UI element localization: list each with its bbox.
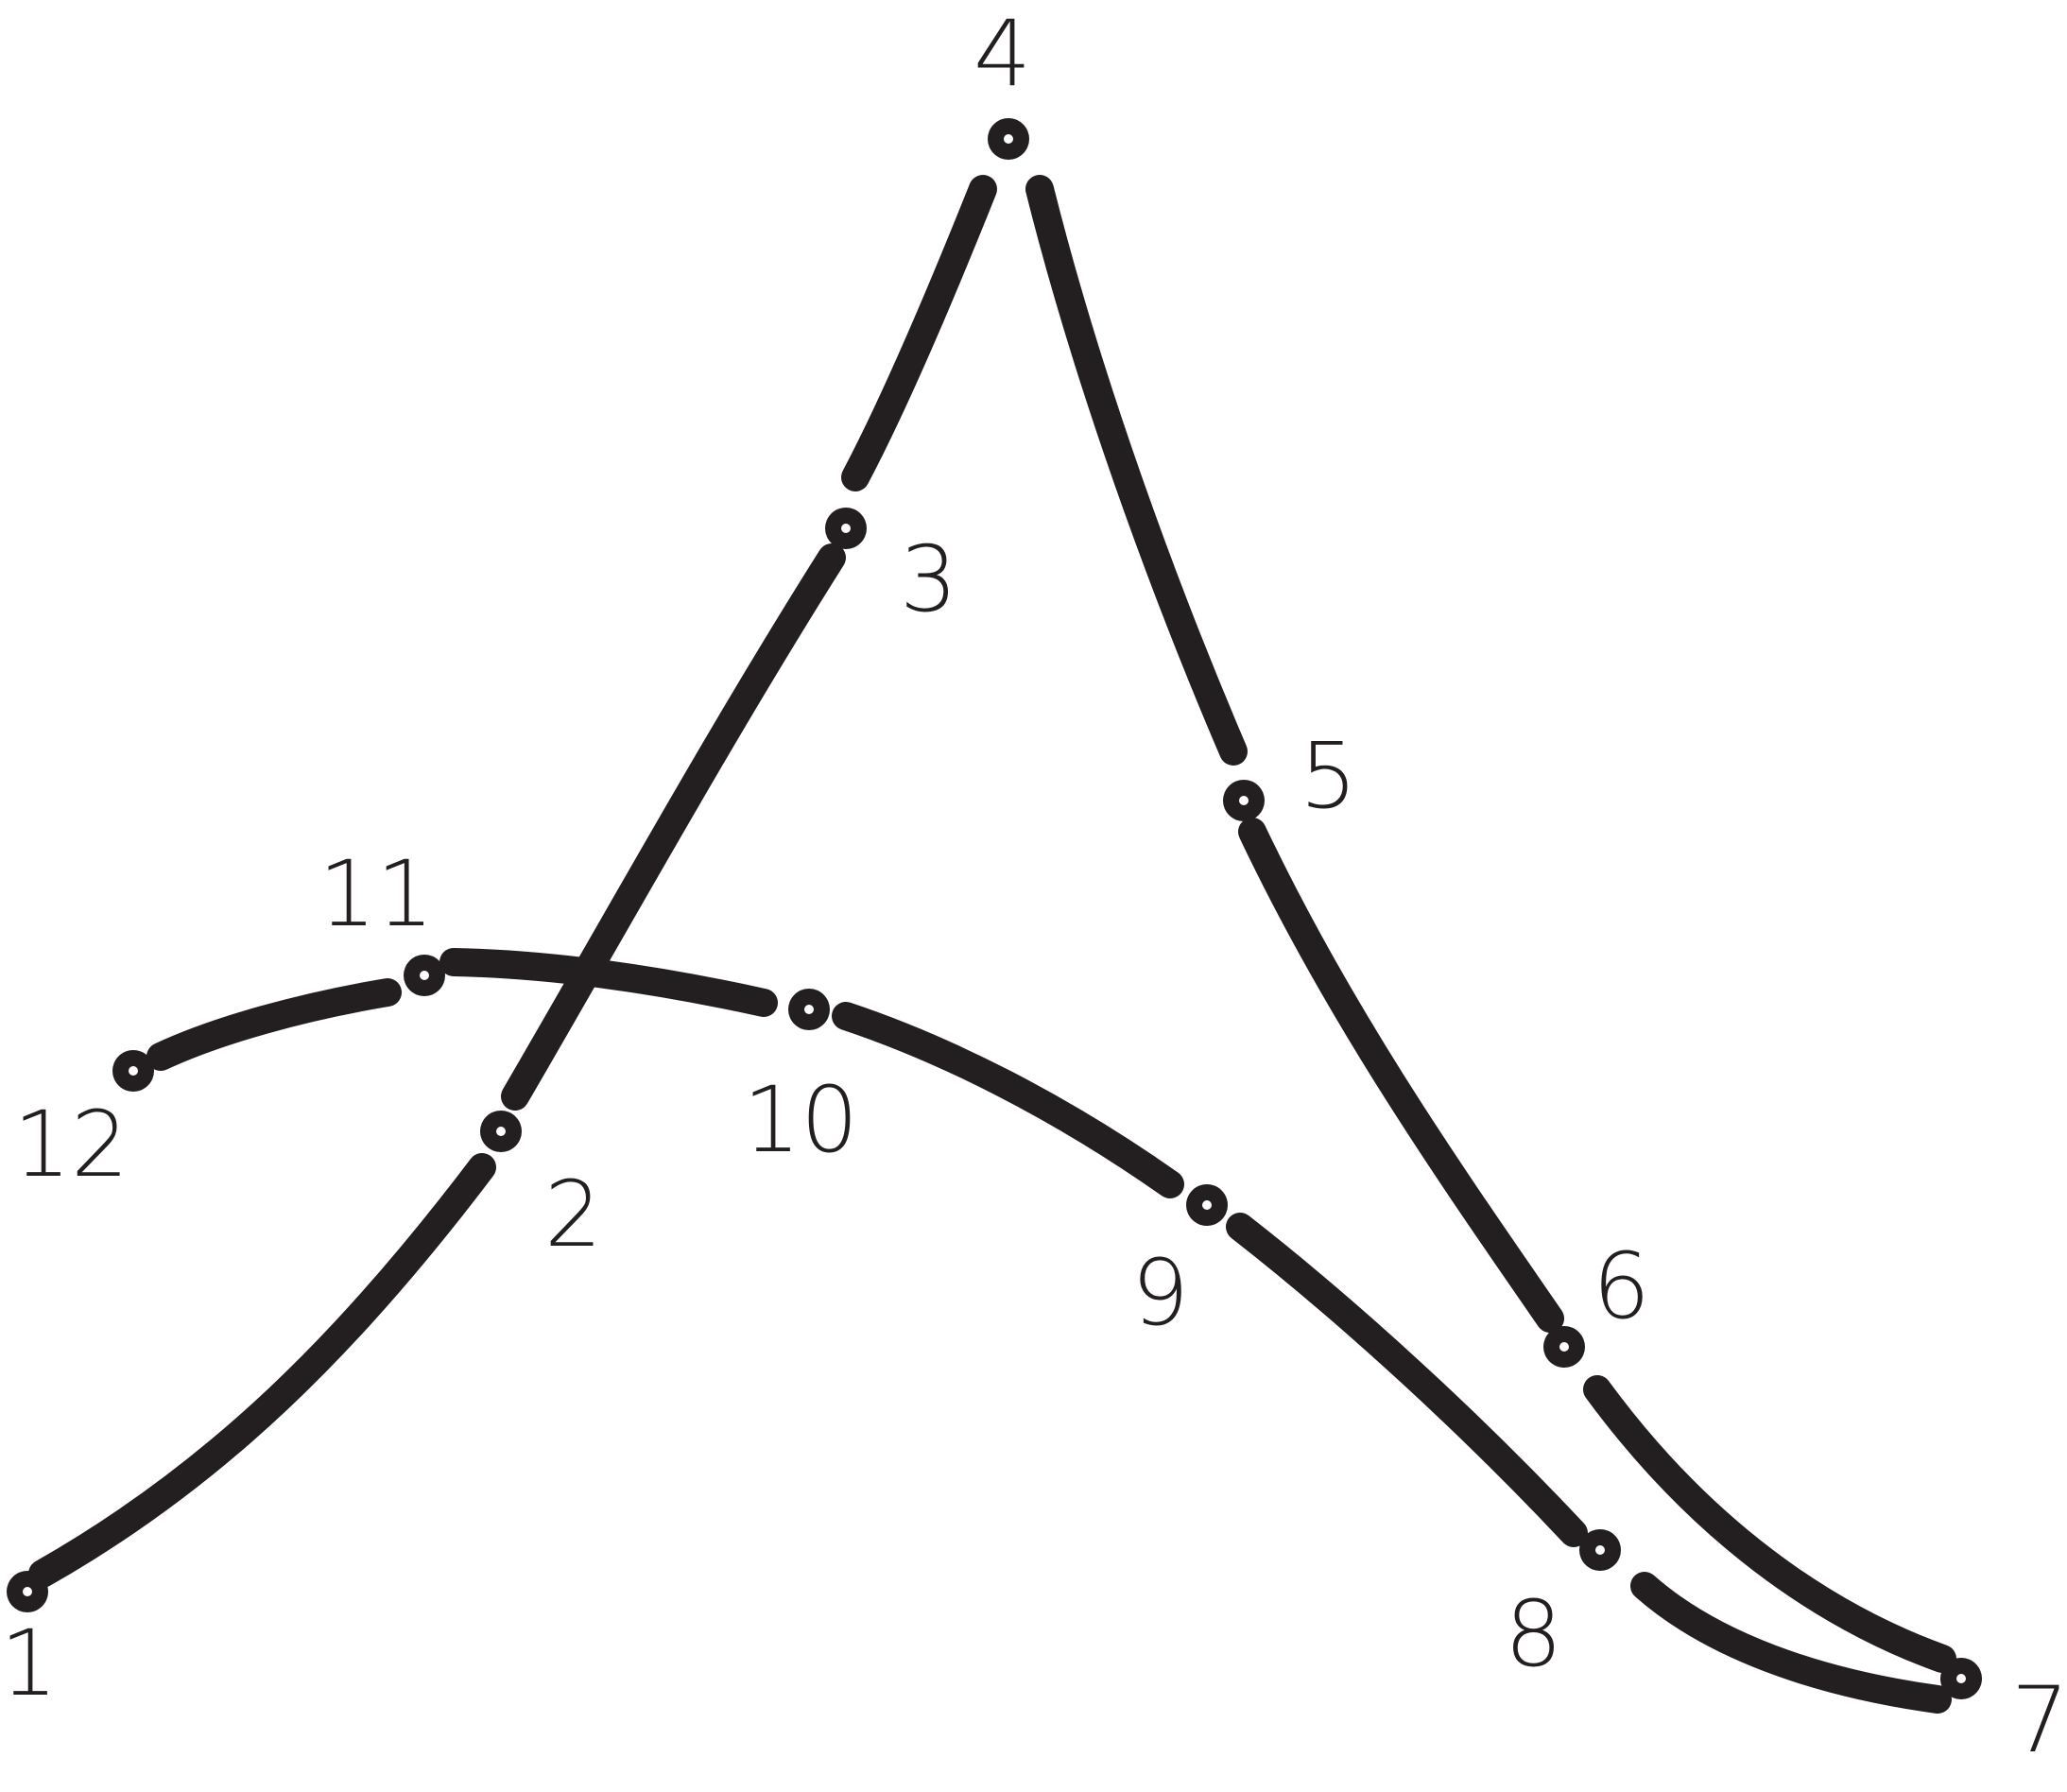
stroke-4-to-5-texture: [1041, 183, 1238, 750]
dot-number-9: 9: [1131, 1240, 1189, 1346]
stroke-10-to-11-texture: [455, 956, 768, 1001]
dot-number-3: 3: [900, 526, 957, 632]
dot-number-6: 6: [1593, 1233, 1650, 1339]
stroke-3-to-4-texture: [856, 183, 988, 475]
dot-6-center: [1559, 1342, 1569, 1352]
stroke-1-to-2: [28, 1153, 496, 1588]
stroke-11-to-12: [146, 978, 402, 1071]
stroke-7-to-8: [1630, 1572, 1952, 1714]
stroke-8-to-9: [1226, 1213, 1588, 1547]
stroke-5-to-6: [1238, 818, 1564, 1333]
dot-5-center: [1239, 796, 1249, 805]
stroke-9-to-10: [832, 1002, 1184, 1198]
dot-11-center: [420, 971, 429, 980]
dot-10-center: [804, 1005, 814, 1014]
stroke-2-to-3-texture: [516, 552, 836, 1094]
stroke-11-to-12-texture: [162, 987, 392, 1055]
dot-12-center: [129, 1066, 138, 1076]
numbered-dots: [7, 118, 1982, 1699]
stroke-9-to-10-texture: [847, 1010, 1175, 1182]
stroke-1-to-2-texture: [43, 1162, 487, 1572]
dot-4-center: [1004, 134, 1013, 144]
dot-number-11: 11: [319, 841, 434, 947]
dot-2-center: [496, 1127, 506, 1136]
dot-number-10: 10: [743, 1067, 858, 1173]
stroke-3-to-4: [841, 175, 997, 491]
stroke-10-to-11: [439, 948, 778, 1017]
stroke-8-to-9-texture: [1241, 1221, 1578, 1531]
stroke-5-to-6-texture: [1253, 826, 1555, 1317]
guide-strokes: [28, 175, 1956, 1714]
dot-number-8: 8: [1505, 1581, 1562, 1687]
stroke-7-to-8-texture: [1645, 1580, 1942, 1697]
stroke-6-to-7: [1583, 1375, 1956, 1673]
stroke-4-to-5: [1025, 175, 1248, 766]
dot-3-center: [841, 524, 851, 533]
dot-7-center: [1956, 1674, 1966, 1683]
dot-number-5: 5: [1300, 723, 1357, 829]
dot-number-4: 4: [973, 1, 1031, 107]
dot-9-center: [1202, 1200, 1212, 1210]
dot-number-1: 1: [0, 1611, 58, 1716]
dot-1-center: [23, 1587, 32, 1596]
dot-8-center: [1595, 1545, 1605, 1555]
dot-number-12: 12: [13, 1092, 129, 1198]
stroke-6-to-7-texture: [1598, 1384, 1947, 1657]
dot-number-7: 7: [2011, 1667, 2067, 1773]
dot-number-2: 2: [544, 1162, 602, 1267]
